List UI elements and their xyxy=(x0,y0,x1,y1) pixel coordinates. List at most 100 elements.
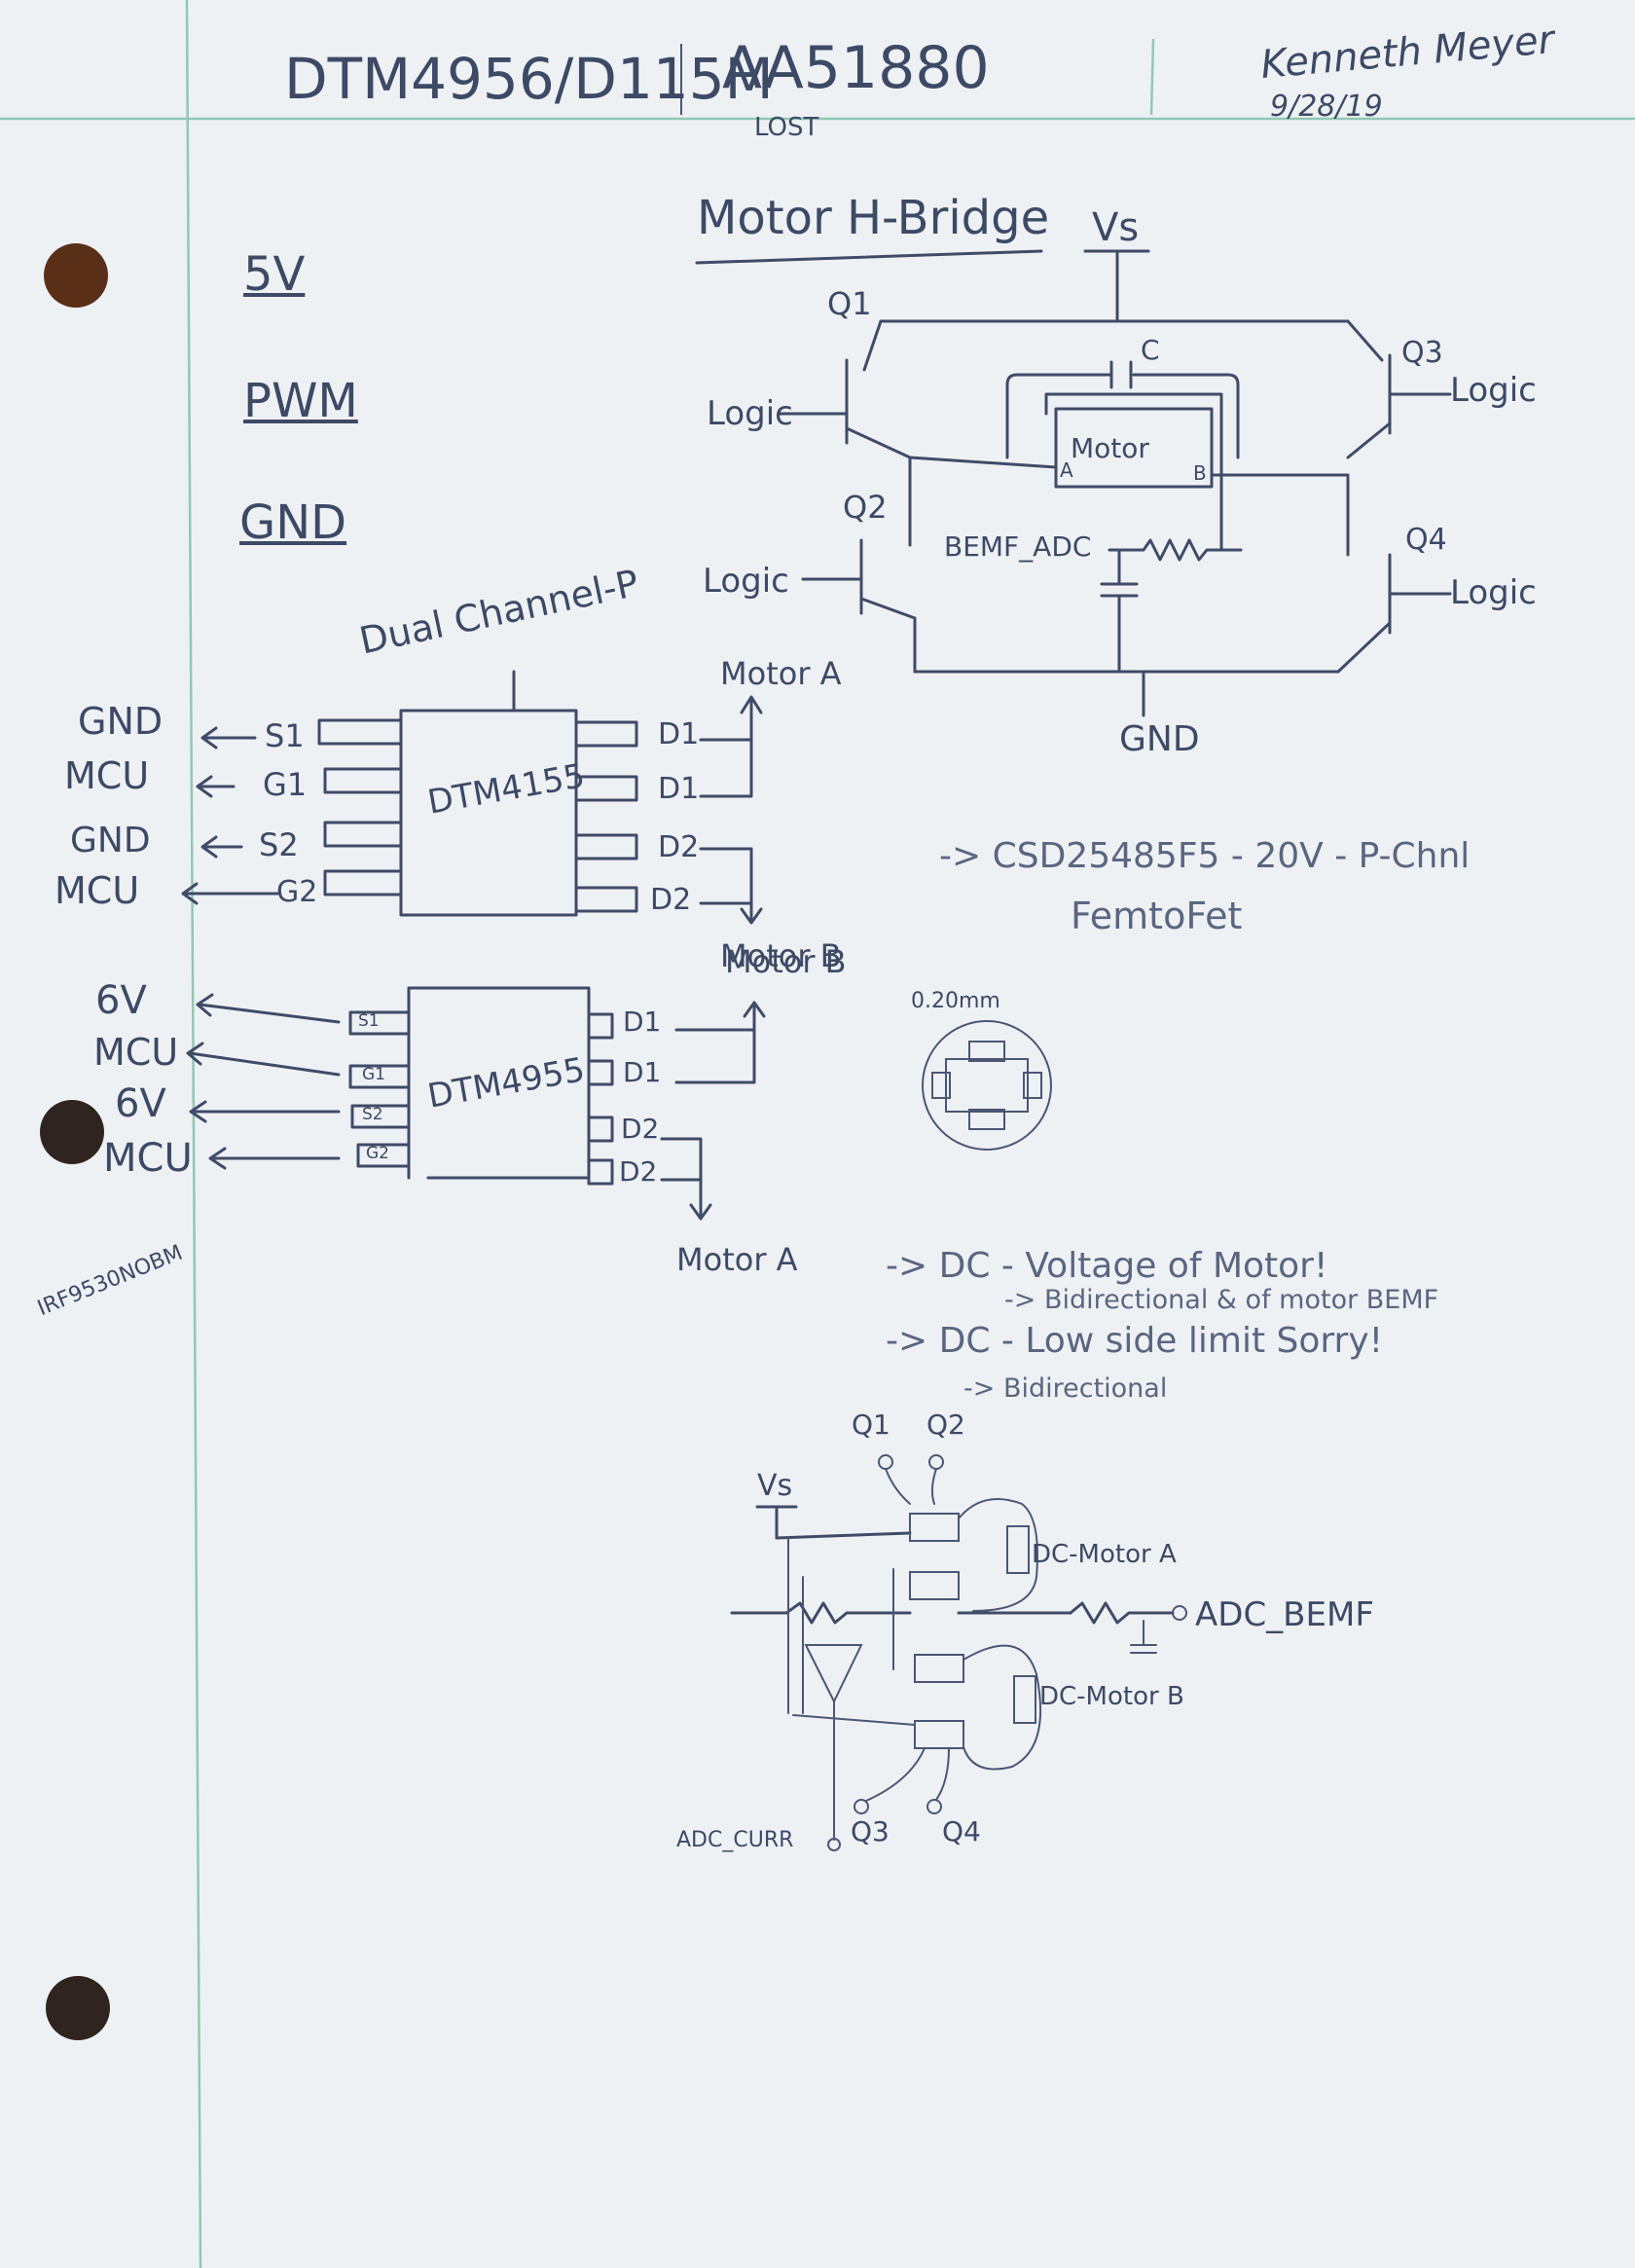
bridge2-q1-label: Q1 xyxy=(852,1408,890,1441)
chip2-arrowhead-g1 xyxy=(186,1042,204,1066)
chip1-pin-box-s2 xyxy=(323,821,403,848)
chip2-arrow-s1 xyxy=(198,1003,341,1024)
chip2-pin-box-g1 xyxy=(348,1064,411,1089)
logic-label-q3: Logic xyxy=(1450,371,1537,410)
bridge2-vs-label: Vs xyxy=(757,1469,793,1503)
chip1-motor-b: Motor B xyxy=(720,937,842,974)
legend-pwm: PWM xyxy=(243,374,358,428)
q1-label: Q1 xyxy=(827,285,872,322)
bemf-label: BEMF_ADC xyxy=(944,530,1092,563)
chip2-pin-s1: S1 xyxy=(358,1011,380,1031)
bridge2-adc-curr-label: ADC_CURR xyxy=(676,1828,794,1852)
bemf-sense-loop xyxy=(1044,392,1223,552)
chip2-pin-s2: S2 xyxy=(362,1105,383,1124)
motor-wire-a xyxy=(908,456,1058,469)
chip2-arrowhead-s1 xyxy=(196,993,214,1017)
chip2-net-s2: 6V xyxy=(115,1081,166,1126)
fet-note-line1: -> CSD25485F5 - 20V - P-Chnl xyxy=(939,836,1471,876)
chip2-pin-d1b: D1 xyxy=(623,1056,662,1088)
logic-label-q4: Logic xyxy=(1450,573,1537,612)
chip1-pin-d2b: D2 xyxy=(650,883,692,917)
bridge2-q3-gate xyxy=(865,1747,926,1802)
note-2: -> Bidirectional & of motor BEMF xyxy=(1004,1285,1439,1315)
bridge2-sense-resistor-right xyxy=(1069,1601,1175,1625)
chip2-net-g1: MCU xyxy=(93,1031,179,1074)
chip1-net-s1: GND xyxy=(78,700,164,743)
q3-emitter xyxy=(1346,421,1392,459)
chip1-pin-d1a: D1 xyxy=(658,717,700,751)
date: 9/28/19 xyxy=(1270,90,1383,124)
bridge2-q1-gate xyxy=(885,1468,911,1505)
q4-label: Q4 xyxy=(1405,523,1447,557)
chip2-pin-g1: G1 xyxy=(362,1065,385,1084)
chip1-pin-box-g1 xyxy=(323,767,403,794)
chip1-pin-g2: G2 xyxy=(276,875,318,909)
chip1-d2-join xyxy=(699,847,753,905)
chip1-pin-box-d1a xyxy=(574,720,638,748)
bridge2-adc-bemf-label: ADC_BEMF xyxy=(1195,1595,1374,1634)
fet-package-pad-bottom xyxy=(968,1109,1005,1130)
chip2-motor-a: Motor A xyxy=(676,1241,798,1278)
bridge2-motor-b-body xyxy=(1013,1675,1036,1724)
chip2-pin-g2: G2 xyxy=(366,1144,389,1163)
fet-package-outline xyxy=(945,1058,1029,1113)
chip1-arrowhead-g2 xyxy=(181,882,199,905)
chip1-pin-d2a: D2 xyxy=(658,830,700,864)
q4-emitter xyxy=(1336,621,1392,674)
bridge2-q4-gate xyxy=(935,1747,950,1801)
margin-line xyxy=(185,0,202,2268)
bridge2-q1-pin xyxy=(878,1454,893,1470)
fet-package-size: 0.20mm xyxy=(911,989,1000,1013)
q3-collector xyxy=(1346,319,1384,362)
punch-hole-bottom xyxy=(46,1976,110,2040)
q3-label: Q3 xyxy=(1401,336,1443,370)
chip1-net-g1: MCU xyxy=(64,754,150,797)
bridge2-q4-pin xyxy=(926,1799,942,1814)
chip1-net-s2: GND xyxy=(70,821,151,860)
chip1-motor-b-arrowhead xyxy=(740,907,763,925)
bridge2-motor-b-label: DC-Motor B xyxy=(1039,1682,1184,1711)
supply-label: Vs xyxy=(1092,205,1140,250)
bridge2-fet-q1 xyxy=(909,1513,960,1542)
chip1-pin-box-d2b xyxy=(574,886,638,913)
chip1-pin-box-d1b xyxy=(574,775,638,802)
chip2-d1-join xyxy=(674,1028,756,1084)
legend-5v: 5V xyxy=(243,247,306,302)
bridge2-bottom-rail xyxy=(792,1714,916,1726)
motor-side-b: B xyxy=(1193,461,1207,485)
chip2-pin-box-d1a xyxy=(587,1012,614,1040)
cap-loop xyxy=(1005,373,1240,459)
bemf-resistor xyxy=(1108,538,1243,562)
bridge2-motor-a-loop xyxy=(958,1498,1038,1612)
bridge2-q4-label: Q4 xyxy=(942,1815,981,1847)
chip2-pin-d1a: D1 xyxy=(623,1006,662,1038)
chip1-arrowhead-s1 xyxy=(200,726,218,750)
chip2-net-g2: MCU xyxy=(103,1136,193,1181)
punch-hole-top xyxy=(44,243,108,308)
q1-emitter xyxy=(845,426,912,459)
q2-emitter xyxy=(859,597,917,620)
chip2-pin-box-d2b xyxy=(587,1158,614,1186)
q1-collector xyxy=(862,319,883,372)
chip2-pin-box-g2 xyxy=(356,1143,411,1168)
chip1-d1-join xyxy=(699,738,753,798)
fet-note-line2: FemtoFet xyxy=(1071,895,1243,937)
chip1-pin-d1b: D1 xyxy=(658,772,700,806)
q2-label: Q2 xyxy=(843,489,888,526)
motor-label: Motor xyxy=(1071,432,1149,464)
logic-label-q2: Logic xyxy=(703,562,789,601)
motor-box xyxy=(1054,407,1214,489)
bridge2-fet-q4 xyxy=(914,1720,964,1749)
chip1-motor-a-arrowhead xyxy=(740,695,763,714)
bridge2-q2-pin xyxy=(928,1454,944,1470)
chip1-pin-box-g2 xyxy=(323,869,403,896)
chip2-pin-box-s1 xyxy=(348,1010,411,1036)
bridge2-q3-pin xyxy=(854,1799,869,1814)
bridge2-adc-bemf-pin xyxy=(1172,1605,1187,1621)
chip2-pin-box-s2 xyxy=(350,1104,411,1129)
h-bridge-title: Motor H-Bridge xyxy=(697,191,1050,245)
